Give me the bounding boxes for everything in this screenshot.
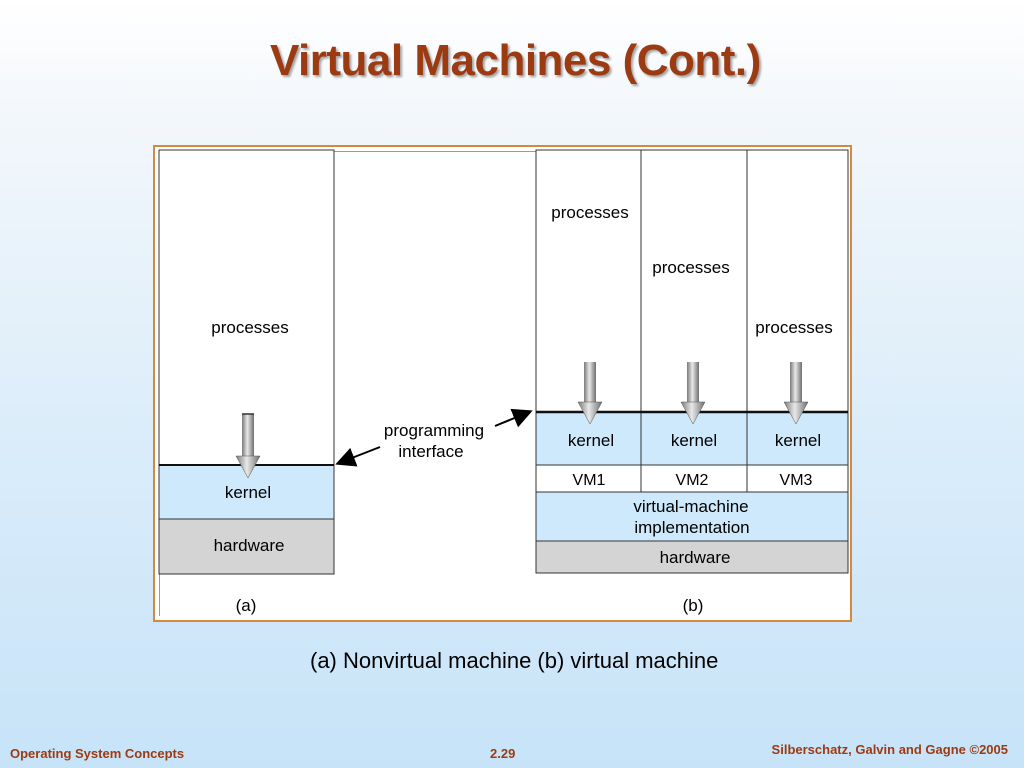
b-vmi-label-line2: implementation: [634, 518, 749, 537]
b-kernel-label-2: kernel: [671, 431, 717, 450]
b-vm-label-3: VM3: [780, 472, 813, 489]
a-label: (a): [236, 596, 257, 615]
footer-course-title: Operating System Concepts: [10, 746, 185, 761]
slide-title: Virtual Machines (Cont.): [270, 36, 761, 85]
b-vm-box-3: [746, 464, 849, 493]
a-hardware-box: [158, 518, 335, 575]
b-vmi-label-line1: virtual-machine: [633, 497, 748, 516]
b-vm-box-1: [535, 464, 642, 493]
b-processes-label-2: processes: [652, 258, 729, 277]
b-processes-label-1: processes: [551, 203, 628, 222]
b-vmi-box: [535, 491, 849, 542]
a-processes-box: [158, 149, 335, 466]
footer-copyright: Silberschatz, Galvin and Gagne ©2005: [771, 742, 1008, 757]
b-vm-label-2: VM2: [676, 472, 709, 489]
a-kernel-label: kernel: [225, 483, 271, 502]
b-processes-label-3: processes: [755, 318, 832, 337]
interface-label-line1: programming: [384, 421, 484, 440]
b-label: (b): [683, 596, 704, 615]
virtual-machine-stack: processes processes processes kernel ker…: [535, 149, 849, 615]
b-syscall-arrow-icon-3: [783, 362, 809, 425]
footer-page-number: 2.29: [490, 746, 516, 761]
a-processes-label: processes: [211, 318, 288, 337]
b-vm-box-2: [640, 464, 748, 493]
b-kernel-box-2: [640, 411, 748, 466]
figure-caption: (a) Nonvirtual machine (b) virtual machi…: [310, 648, 719, 673]
b-kernel-label-3: kernel: [775, 431, 821, 450]
a-syscall-arrow-icon: [235, 413, 261, 479]
nonvirtual-machine-stack: processes kernel hardware (a): [158, 149, 335, 615]
b-syscall-arrow-icon-1: [577, 362, 603, 425]
programming-interface-annotation: programming interface: [335, 408, 533, 467]
b-kernel-label-1: kernel: [568, 431, 614, 450]
a-hardware-label: hardware: [214, 536, 285, 555]
b-hardware-label: hardware: [660, 548, 731, 567]
b-vm-label-1: VM1: [573, 472, 606, 489]
b-syscall-arrow-icon-2: [680, 362, 706, 425]
interface-arrow-left-icon: [335, 446, 381, 467]
interface-arrow-right-icon: [494, 408, 533, 428]
interface-label-line2: interface: [398, 442, 463, 461]
b-hardware-box: [535, 540, 849, 574]
